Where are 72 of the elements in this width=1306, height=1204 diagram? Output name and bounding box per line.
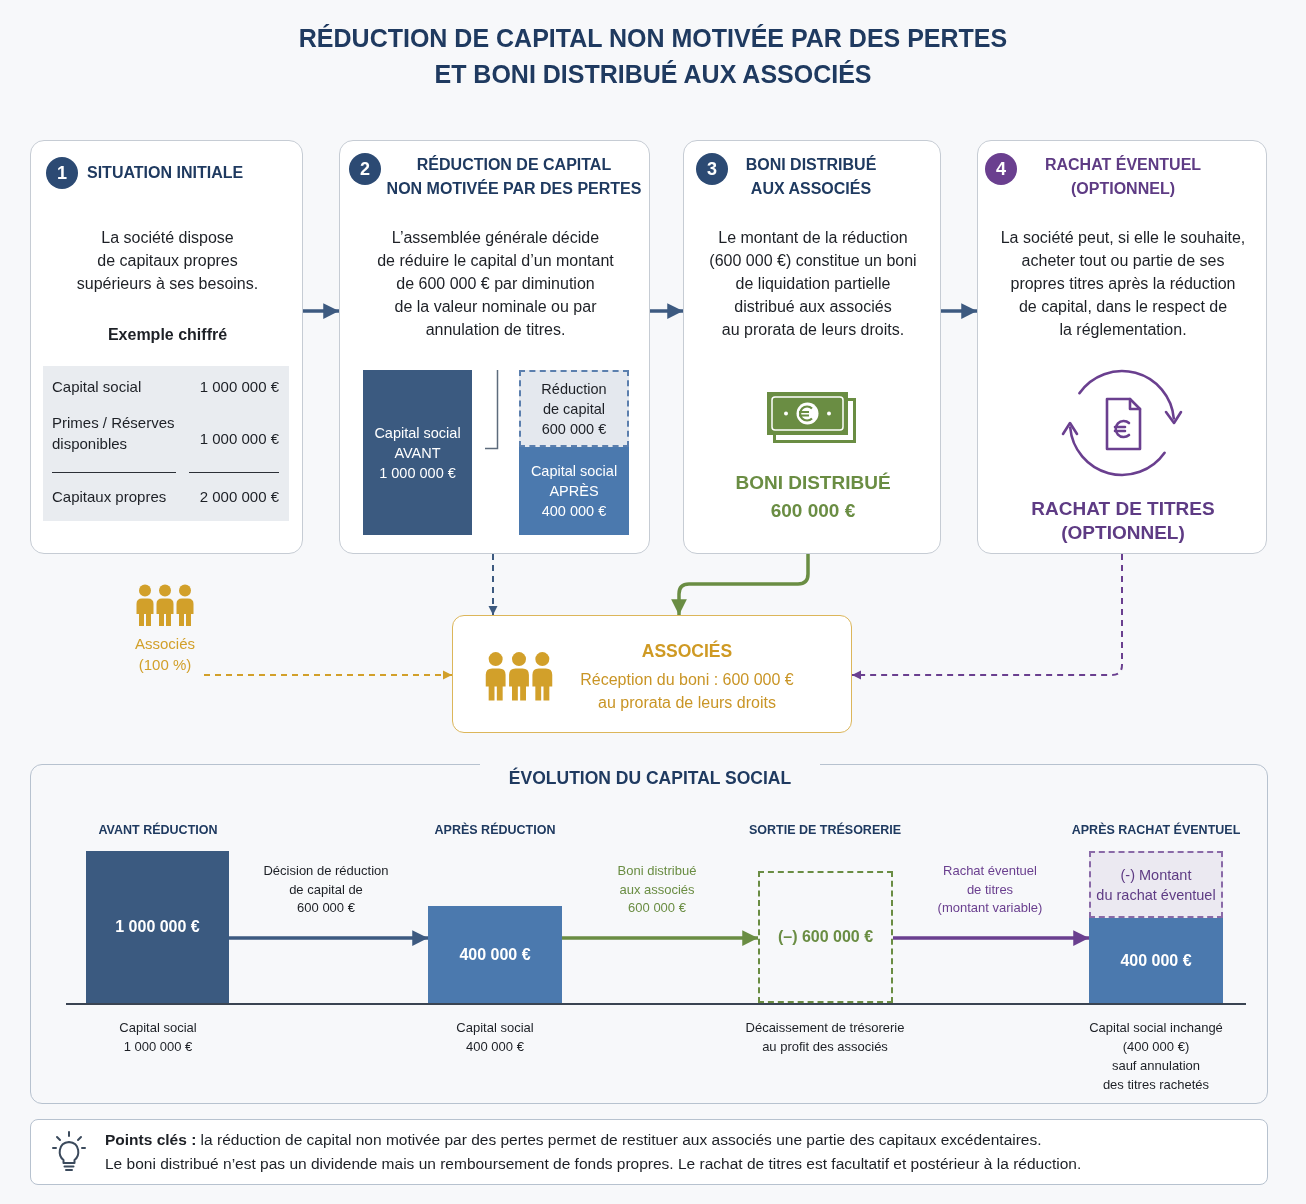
column-heading: APRÈS RÉDUCTION: [434, 821, 556, 839]
row-label: Capital social: [52, 377, 142, 397]
key-points-text: Points clés : la réduction de capital non motivée par des pertes permet de restituer aux associés une partie des capitaux excédentaires.: [105, 1130, 1042, 1150]
arrow: [229, 930, 428, 946]
capital-bar: [428, 906, 562, 1003]
arrow: [893, 930, 1089, 946]
highlight-caption: RACHAT DE TITRES (OPTIONNEL): [1031, 497, 1215, 545]
bar-label: Capital social APRÈS 400 000 €: [530, 462, 618, 521]
bar-amount: 1 000 000 €: [115, 917, 200, 937]
recipient-description: Réception du boni : 600 000 € au prorata de leurs droits: [580, 670, 794, 713]
cash-outflow-box: [758, 871, 893, 1003]
step-number: 4: [985, 153, 1017, 185]
bar-caption: Capital social 400 000 €: [456, 1019, 534, 1056]
step-heading: RÉDUCTION DE CAPITAL NON MOTIVÉE PAR DES PERTES: [386, 154, 642, 199]
step-description: Le montant de la réduction (600 000 €) constitue un boni de liquidation partielle distribué aux associés au prorata de leurs droits.: [709, 228, 917, 340]
row-label: Primes / Réserves disponibles: [52, 413, 175, 454]
step-card: [683, 140, 941, 554]
column-heading: SORTIE DE TRÉSORERIE: [748, 821, 902, 839]
arrow: [562, 930, 758, 946]
example-heading: Exemple chiffré: [107, 325, 228, 345]
capital-bar: [363, 370, 472, 535]
amount-value: 1 000 000 €: [199, 377, 279, 397]
step-card: [339, 140, 650, 554]
dashed-arrow: [488, 553, 498, 616]
column-heading: APRÈS RACHAT ÉVENTUEL: [1071, 821, 1241, 839]
capital-bar: [86, 851, 229, 1003]
bar-amount: (–) 600 000 €: [777, 927, 874, 947]
step-description: La société peut, si elle le souhaite, acheter tout ou partie de ses propres titres après la réduction de capital, dans le respect de la réglementation.: [1000, 228, 1246, 340]
bar-amount: 400 000 €: [1120, 950, 1192, 971]
step-description: L’assemblée générale décide de réduire le capital d’un montant de 600 000 € par diminution de la valeur nominale ou par annulation de titres.: [377, 228, 614, 340]
capital-bar: [1089, 918, 1223, 1003]
dashed-arrow: [203, 670, 453, 680]
bar-label: Capital social AVANT 1 000 000 €: [374, 423, 461, 483]
diagram-title: RÉDUCTION DE CAPITAL NON MOTIVÉE PAR DES PERTES ET BONI DISTRIBUÉ AUX ASSOCIÉS: [298, 23, 1008, 90]
bar-caption: Décaissement de trésorerie au profit des associés: [745, 1019, 905, 1056]
buyback-block: [1089, 851, 1223, 918]
edge-label: Décision de réduction de capital de 600 000 €: [263, 862, 389, 917]
arrow: [650, 303, 683, 319]
key-points-box: [30, 1119, 1268, 1185]
step-description: La société dispose de capitaux propres supérieurs à ses besoins.: [76, 228, 259, 294]
step-card: [30, 140, 303, 554]
balance-table: [43, 366, 289, 521]
recipient-box: [452, 615, 852, 733]
recipient-heading: ASSOCIÉS: [641, 640, 733, 662]
bar-label: (-) Montant du rachat éventuel: [1096, 865, 1216, 905]
step-number: 2: [349, 153, 381, 185]
step-heading: BONI DISTRIBUÉ AUX ASSOCIÉS: [745, 154, 877, 199]
arrow: [303, 303, 339, 319]
dashed-arrow: [851, 553, 1123, 680]
key-points-text: Le boni distribué n’est pas un dividende mais un remboursement de fonds propres. Le rachat de titres est facultatif et postérieur à la réduction.: [105, 1154, 1082, 1174]
amount-value: 1 000 000 €: [199, 429, 279, 449]
step-heading: SITUATION INITIALE: [87, 163, 244, 183]
step-card: [977, 140, 1267, 554]
amount-value: 2 000 000 €: [199, 487, 279, 507]
bar-amount: 400 000 €: [459, 944, 531, 965]
bar-caption: Capital social inchangé (400 000 €) sauf annulation des titres rachetés: [1089, 1019, 1223, 1094]
row-label: Capitaux propres: [52, 487, 167, 507]
step-number: 1: [46, 157, 78, 189]
bar-caption: Capital social 1 000 000 €: [119, 1019, 197, 1056]
bar-label: Réduction de capital 600 000 €: [541, 379, 607, 439]
reduction-block: [519, 370, 629, 447]
group-label: Associés (100 %): [135, 634, 195, 675]
step-heading: RACHAT ÉVENTUEL (OPTIONNEL): [1044, 154, 1202, 199]
evolution-panel: [30, 764, 1268, 1104]
step-number: 3: [696, 153, 728, 185]
column-heading: AVANT RÉDUCTION: [98, 821, 218, 839]
edge-label: Rachat éventuel de titres (montant variable): [937, 862, 1043, 917]
amount-highlight: BONI DISTRIBUÉ 600 000 €: [735, 471, 891, 523]
arrow: [671, 554, 810, 615]
capital-bar: [519, 447, 629, 535]
edge-label: Boni distribué aux associés 600 000 €: [617, 862, 697, 917]
arrow: [941, 303, 977, 319]
